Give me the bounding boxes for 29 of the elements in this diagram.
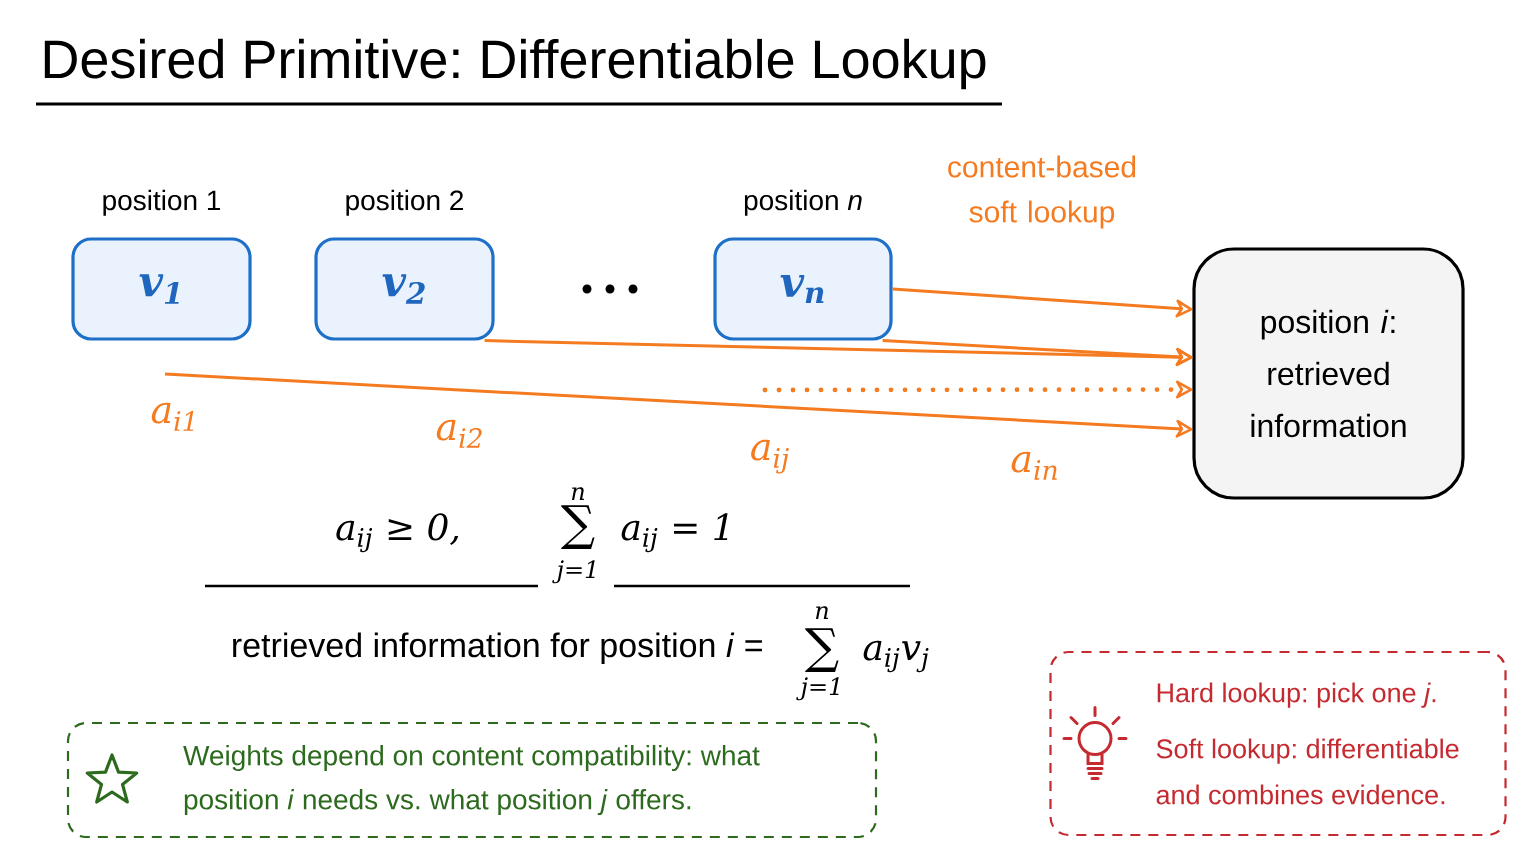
weight-label: a$_{i2}$ [436, 419, 482, 448]
sum-limit: n [816, 606, 829, 619]
math-expression: a$_{ij}$ = 1 [621, 513, 728, 553]
weight-label: a$_{i1}$ [151, 402, 194, 431]
value-box: v$_{1}$ [71, 237, 252, 341]
sum-sign: ∑ [561, 505, 595, 549]
value-box: v$_{2}$ [314, 237, 495, 341]
arrow [164, 372, 1193, 438]
sum-sign: ∑ [805, 628, 839, 672]
sum-limit: n [571, 487, 585, 500]
weight-label: a$_{ij}$ [751, 439, 789, 474]
box-heading: position n [744, 189, 862, 216]
value-box: v$_{n}$ [713, 237, 893, 341]
box-heading: position 2 [346, 189, 463, 216]
arrow [762, 380, 1193, 399]
math-expression: a$_{ij}$v$_{j}$ [863, 640, 929, 673]
note-box: Weights depend on content compatibility: what position i needs vs. what position j offers. [66, 721, 878, 839]
result-box: position i: retrieved information [1192, 247, 1465, 500]
sum-limit: j=1 [796, 677, 839, 701]
math-expression: a$_{ij}$ ≥ 0, [336, 513, 459, 553]
weight-label: a$_{in}$ [1011, 451, 1057, 480]
formula-text: retrieved information for position i = [233, 632, 762, 665]
note-box: Hard lookup: pick one j. Soft lookup: differentiable and combines evidence. [1049, 650, 1507, 837]
annotation-text: content-based soft lookup [948, 155, 1136, 229]
box-heading: position 1 [103, 189, 221, 216]
sum-limit: j=1 [552, 560, 595, 584]
arrow [892, 287, 1193, 318]
title: Desired Primitive: Differentiable Lookup [44, 38, 986, 90]
arrow [882, 339, 1193, 366]
